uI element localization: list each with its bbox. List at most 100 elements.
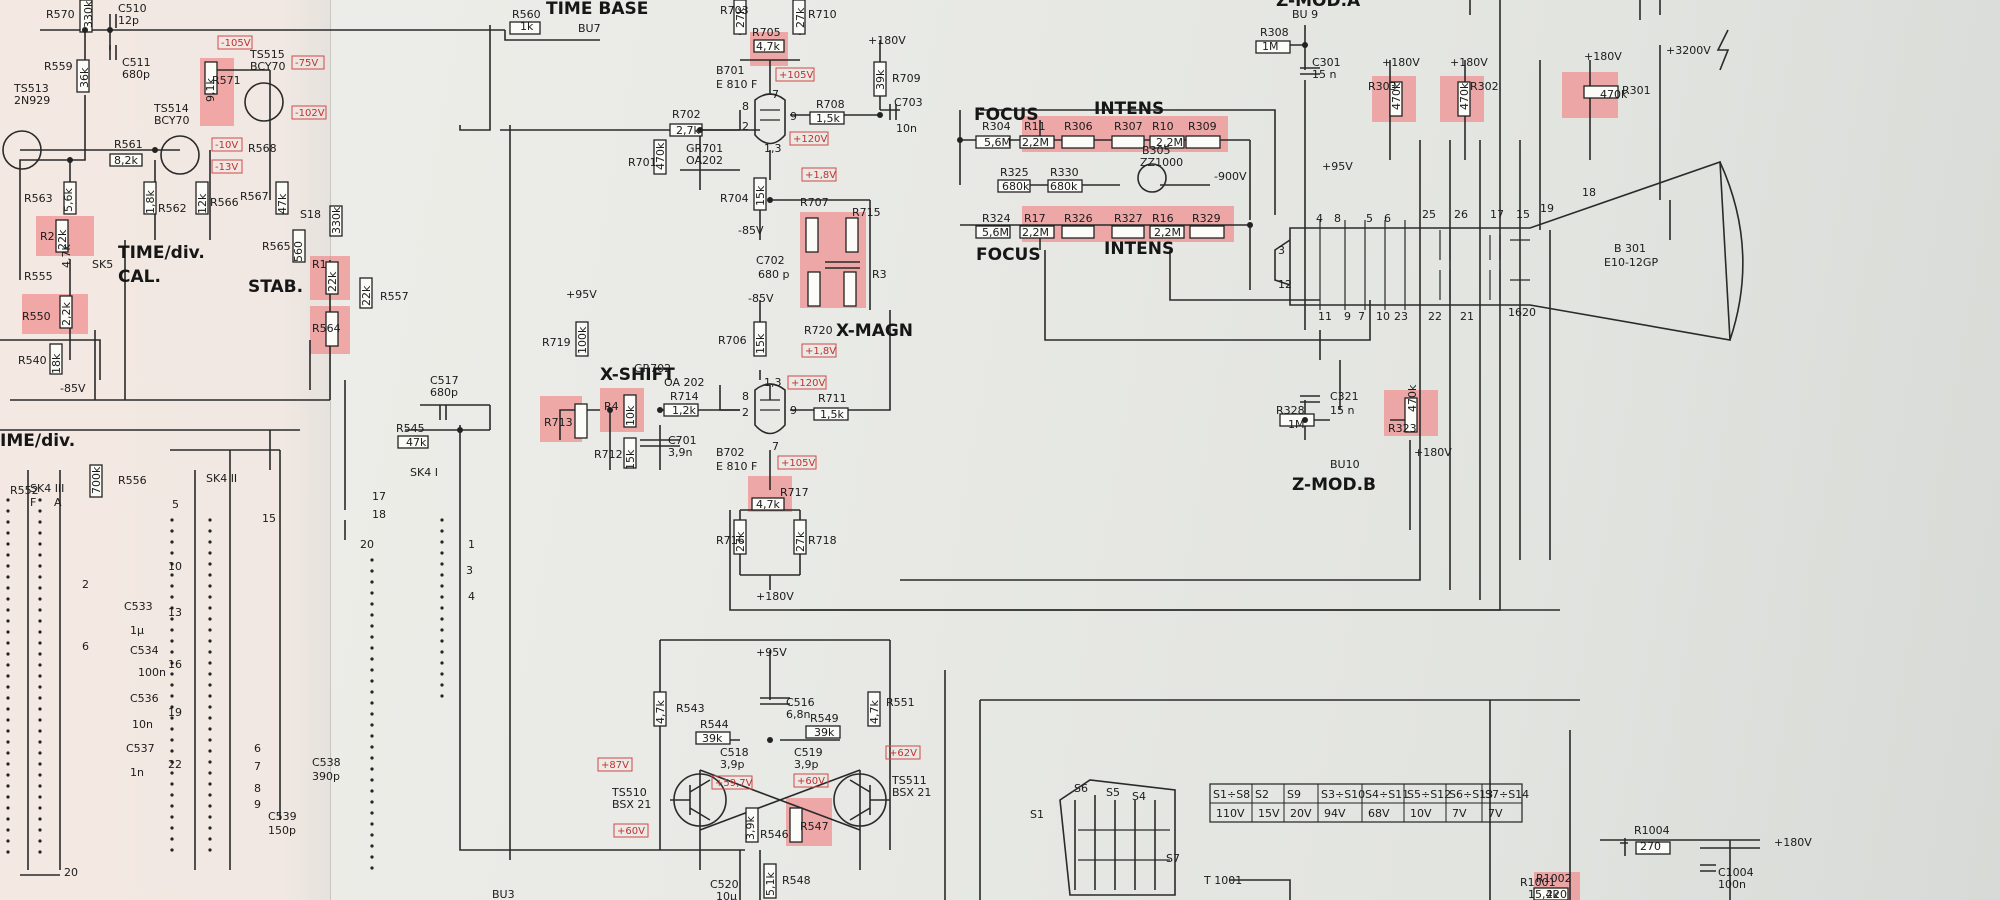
label-r4v: 10k (624, 405, 637, 426)
label-r560: R560 (512, 8, 541, 21)
resistor-r559 (76, 59, 90, 93)
label-r706: R706 (718, 334, 747, 347)
resistor-r705 (753, 39, 785, 53)
switch-contact-dot (38, 498, 42, 502)
label-r1v: 22k (326, 271, 339, 292)
label-r301v: 470k (1600, 88, 1628, 101)
label-r552: R552 (10, 484, 39, 497)
label-s4: S4 (1132, 790, 1146, 803)
label-s7: S7 (1166, 852, 1180, 865)
switch-contact-dot (38, 718, 42, 722)
pin-s6b: 6 (82, 640, 89, 653)
voltage-18b: +1,8V (805, 346, 836, 357)
label-r561: R561 (114, 138, 143, 151)
title-time-base: TIME BASE (546, 0, 648, 19)
switch-contact-dot (208, 683, 212, 687)
label-r546: R546 (760, 828, 789, 841)
label-r2v: 22k (56, 229, 69, 250)
label-r570: R570 (46, 8, 75, 21)
label-s18v: 330k (330, 206, 343, 234)
label-r540v: 18k (50, 353, 63, 374)
label-r3: R3 (872, 268, 887, 281)
switch-contact-dot (38, 641, 42, 645)
label-b702: B702 (716, 446, 745, 459)
resistor-r3 (843, 271, 857, 307)
label-c518: C518 (720, 746, 749, 759)
table-value-cell: 10V (1410, 807, 1432, 820)
switch-contact-dot (170, 837, 174, 841)
label-c519v: 3,9p (794, 758, 818, 771)
title-z-mod-b: Z-MOD.B (1292, 475, 1376, 495)
switch-contact-dot (170, 848, 174, 852)
label-r568: R568 (248, 142, 277, 155)
resistor-r711 (813, 407, 849, 421)
switch-contact-dot (170, 694, 174, 698)
switch-contact-dot (440, 584, 444, 588)
switch-contact-dot (38, 553, 42, 557)
switch-contact-dot (208, 672, 212, 676)
resistor-r328 (1279, 413, 1315, 427)
label-c510: C510 (118, 2, 147, 15)
pin-p8a: 8 (742, 100, 749, 113)
pin-s16: 16 (168, 658, 182, 671)
pin-n4: 4 (468, 590, 475, 603)
voltage-18a: +1,8V (805, 170, 836, 181)
pin-crt4: 4 (1316, 212, 1323, 225)
capacitor-symbols (109, 14, 1716, 872)
label-r704v: 15k (754, 185, 767, 206)
pin-crt8: 8 (1334, 212, 1341, 225)
switch-contact-dot (370, 723, 374, 727)
pin-s6: 6 (254, 742, 261, 755)
label-r712: R712 (594, 448, 623, 461)
switch-contact-dot (6, 542, 10, 546)
label-gr701t: OA202 (686, 154, 723, 167)
switch-contact-dot (440, 540, 444, 544)
pin-s5: 5 (172, 498, 179, 511)
resistor-r302 (1457, 81, 1471, 117)
label-r715: R715 (852, 206, 881, 219)
label-r709: R709 (892, 72, 921, 85)
switch-contact-dot (370, 756, 374, 760)
switch-contact-dot (370, 624, 374, 628)
switch-contact-dot (440, 639, 444, 643)
title-time-div: TIME/div. (118, 243, 205, 263)
pin-crt26: 26 (1454, 208, 1468, 221)
switch-contact-dot (208, 738, 212, 742)
pin-p2a: 2 (742, 120, 749, 133)
label-b301t: E10-12GP (1604, 256, 1658, 269)
resistor-r564 (325, 311, 339, 347)
switch-contact-dot (6, 784, 10, 788)
switch-contact-dot (38, 839, 42, 843)
label-c536v: 10n (132, 718, 153, 731)
label-r566: R566 (210, 196, 239, 209)
resistor-r704 (753, 177, 767, 211)
label-r711v: 1,5k (820, 408, 844, 421)
label-r571: R571 (212, 74, 241, 87)
switch-contact-dot (6, 740, 10, 744)
label-s6: S6 (1074, 782, 1088, 795)
label-c536: C536 (130, 692, 159, 705)
resistor-r708 (809, 111, 845, 125)
switch-contact-dot (38, 773, 42, 777)
switch-contact-dot (38, 740, 42, 744)
switch-contact-dot (6, 663, 10, 667)
label-ts510: TS510 (611, 786, 647, 799)
label-r328v: 1M (1288, 418, 1305, 431)
label-c533: C533 (124, 600, 153, 613)
table-header-cell: S9 (1287, 788, 1301, 801)
highlight-marks (22, 32, 1618, 900)
resistor-r703 (733, 0, 747, 35)
label-c539v: 150p (268, 824, 296, 837)
switch-contact-dot (370, 822, 374, 826)
label-r556: R556 (118, 474, 147, 487)
switch-contact-dot (38, 531, 42, 535)
label-c701: C701 (668, 434, 697, 447)
resistor-r714 (663, 403, 699, 417)
switch-contact-dot (6, 509, 10, 513)
switch-contact-dot (6, 685, 10, 689)
label-r555v: 4,7k (60, 244, 73, 268)
label-c534v: 100n (138, 666, 166, 679)
